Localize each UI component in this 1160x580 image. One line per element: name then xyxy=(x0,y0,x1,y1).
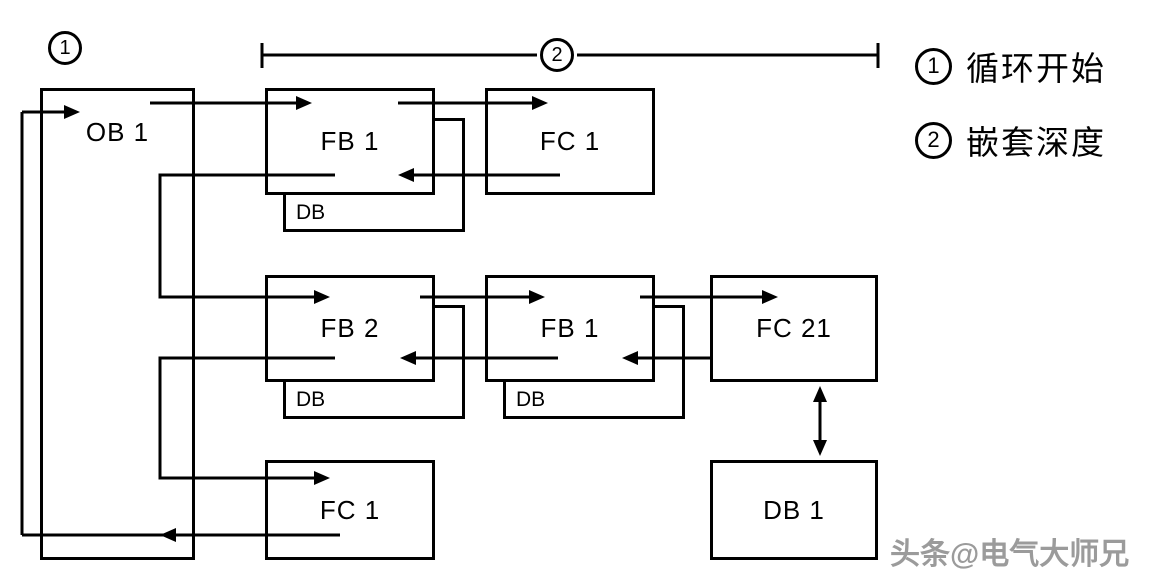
block-fb2: FB 2 xyxy=(265,275,435,382)
marker-number: 1 xyxy=(59,36,71,59)
block-label: FB 1 xyxy=(320,126,380,156)
block-fc1-row3: FC 1 xyxy=(265,460,435,560)
block-label: FC 21 xyxy=(756,313,832,343)
block-label: FB 1 xyxy=(540,313,600,343)
block-label: FC 1 xyxy=(319,494,381,525)
legend-item-nesting-depth: 2 嵌套深度 xyxy=(915,116,1106,164)
marker-number: 2 xyxy=(551,43,563,66)
block-fb1-row1: FB 1 xyxy=(265,88,435,195)
db-block-label: DB xyxy=(296,201,326,224)
nesting-depth-marker: 2 xyxy=(540,38,574,72)
block-label: FB 2 xyxy=(320,313,380,343)
db-block-label: DB xyxy=(516,388,546,411)
legend-item-cycle-start: 1 循环开始 xyxy=(915,42,1106,90)
block-fc21: FC 21 xyxy=(710,275,878,382)
watermark-text: 头条@电气大师兄 xyxy=(890,538,1130,571)
legend-number-circle: 2 xyxy=(915,121,952,159)
block-label: DB 1 xyxy=(763,494,825,525)
legend-label: 循环开始 xyxy=(966,50,1106,87)
block-label: FC 1 xyxy=(539,126,601,156)
cycle-start-marker: 1 xyxy=(48,31,82,65)
db-block-label: DB xyxy=(296,388,326,411)
arrow-fc21-accesses-db1 xyxy=(813,386,827,456)
block-db1: DB 1 xyxy=(710,460,878,560)
legend-label: 嵌套深度 xyxy=(966,124,1106,161)
block-label: OB 1 xyxy=(85,117,150,147)
block-ob1: OB 1 xyxy=(40,88,195,560)
legend-number-circle: 1 xyxy=(915,47,952,85)
block-fb1-row2: FB 1 xyxy=(485,275,655,382)
block-fc1-row1: FC 1 xyxy=(485,88,655,195)
